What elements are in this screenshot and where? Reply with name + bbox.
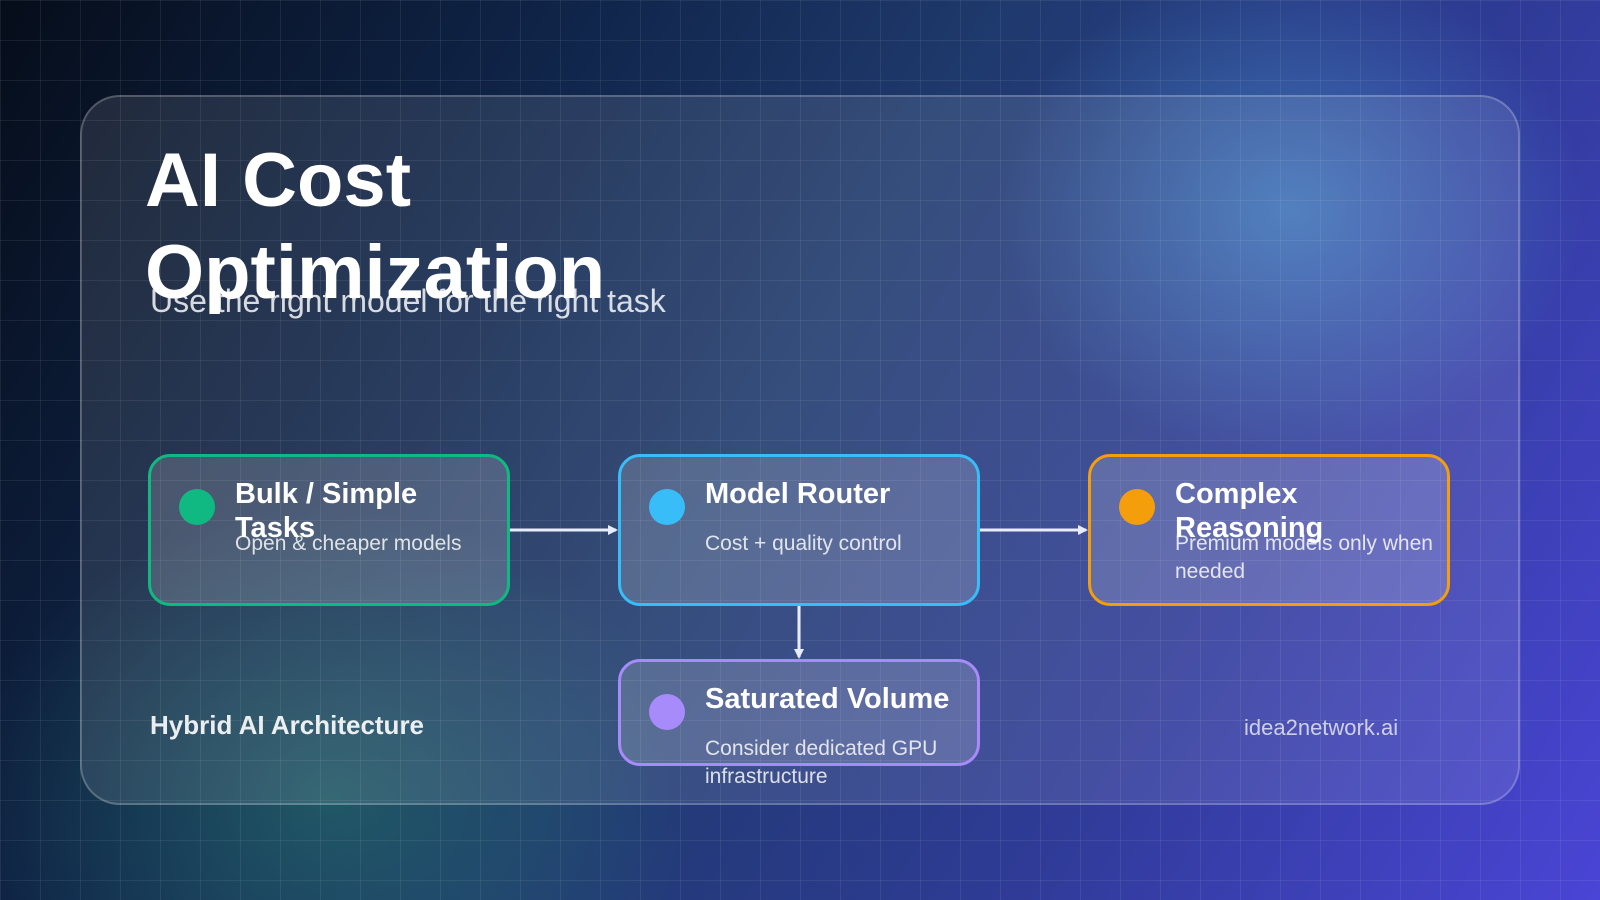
node-label: Bulk / Simple Tasks <box>235 478 418 544</box>
node-description: Cost + quality control <box>705 532 902 555</box>
page-title: AI Cost Optimization <box>145 138 606 315</box>
node-description: Open & cheaper models <box>235 532 462 555</box>
node-bulk-simple-tasks: Bulk / Simple Tasks Open & cheaper model… <box>148 454 510 606</box>
page-subtitle: Use the right model for the right task <box>150 283 666 319</box>
node-status-dot <box>649 694 685 730</box>
node-description: Premium models only when needed <box>1175 532 1433 583</box>
node-description: Consider dedicated GPU infrastructure <box>705 737 938 788</box>
node-complex-reasoning: Complex Reasoning Premium models only wh… <box>1088 454 1450 606</box>
node-status-dot <box>1119 489 1155 525</box>
glass-panel <box>80 95 1520 805</box>
footer-architecture-label: Hybrid AI Architecture <box>150 710 425 740</box>
node-label: Complex Reasoning <box>1175 478 1324 544</box>
node-label: Model Router <box>705 478 891 510</box>
node-model-router: Model Router Cost + quality control <box>618 454 980 606</box>
footer-website: idea2network.ai <box>1244 715 1399 740</box>
node-label: Saturated Volume <box>705 683 950 715</box>
node-saturated-volume: Saturated Volume Consider dedicated GPU … <box>618 659 980 788</box>
node-status-dot <box>179 489 215 525</box>
node-status-dot <box>649 489 685 525</box>
